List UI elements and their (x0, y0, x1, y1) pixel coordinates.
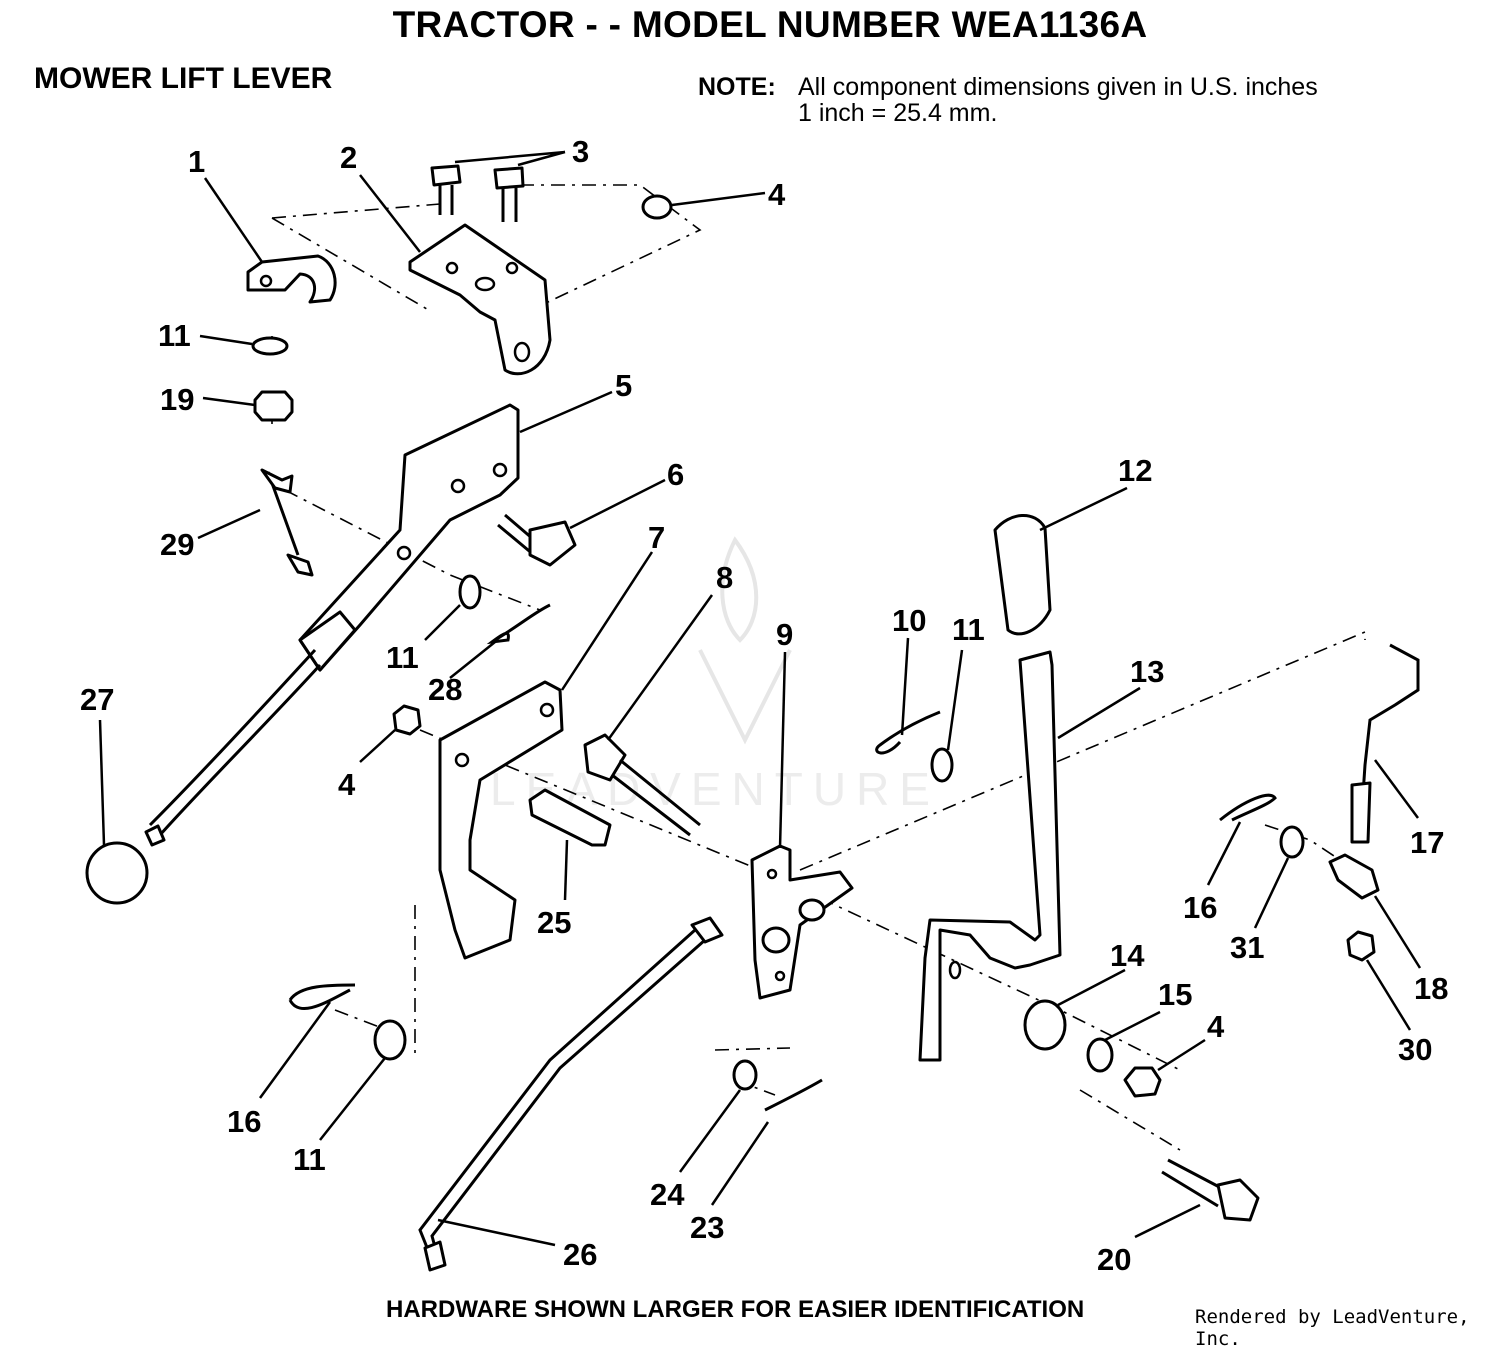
part-mount-bracket (408, 223, 552, 376)
part-knob-ball (85, 841, 149, 905)
callout-4c: 4 (1207, 1009, 1225, 1044)
callout-11d: 11 (293, 1142, 326, 1177)
part-link-rod (260, 468, 314, 577)
callout-16b: 16 (227, 1104, 261, 1139)
part-adjuster-rod (1350, 643, 1420, 844)
part-hairpin-clip (288, 983, 356, 1011)
part-washer (732, 1059, 758, 1091)
footer-text: HARDWARE SHOWN LARGER FOR EASIER IDENTIF… (386, 1296, 1085, 1323)
part-bushing (1023, 999, 1067, 1051)
part-lock-nut (253, 390, 294, 422)
part-jam-nut (1346, 930, 1376, 962)
callout-4: 4 (768, 177, 786, 212)
note-label: NOTE: (698, 73, 776, 101)
part-lift-handle (918, 650, 1062, 1062)
callout-2: 2 (340, 140, 357, 175)
part-washer (930, 747, 954, 783)
part-trunnion (1328, 853, 1380, 900)
callouts: 1 2 3 4 11 19 5 6 29 27 11 28 4 7 8 9 10… (80, 134, 1448, 1277)
part-shoulder-bolt (497, 513, 577, 567)
note-line-2: 1 inch = 25.4 mm. (798, 99, 998, 127)
callout-23: 23 (690, 1210, 724, 1245)
callout-11c: 11 (952, 612, 985, 647)
callout-28: 28 (428, 672, 462, 707)
callout-3: 3 (572, 134, 589, 169)
part-nut (641, 194, 673, 220)
callout-14: 14 (1110, 938, 1145, 973)
callout-18: 18 (1414, 971, 1448, 1006)
part-cotter-pin (486, 603, 551, 645)
callout-15: 15 (1158, 977, 1192, 1012)
section-title: MOWER LIFT LEVER (34, 62, 333, 95)
part-nut (392, 704, 422, 736)
callout-11b: 11 (386, 640, 419, 675)
callout-27: 27 (80, 682, 114, 717)
callout-6: 6 (667, 457, 684, 492)
part-washer (373, 1019, 407, 1061)
part-nut (1123, 1066, 1162, 1098)
part-cotter-pin (764, 1078, 823, 1112)
part-support-plate (438, 680, 564, 960)
callout-4b: 4 (338, 767, 356, 802)
part-bolts (430, 164, 525, 222)
callout-19: 19 (160, 382, 194, 417)
callout-5: 5 (615, 368, 632, 403)
watermark-logo: LEADVENTURE (490, 536, 930, 815)
part-long-bolt (583, 733, 701, 837)
part-washer (458, 574, 482, 610)
callout-16: 16 (1183, 890, 1217, 925)
part-handle-grip (993, 514, 1052, 636)
callout-30: 30 (1398, 1032, 1432, 1067)
assembly-lines (271, 184, 1366, 1151)
callout-10: 10 (892, 603, 926, 638)
part-spacer-tube (528, 788, 612, 847)
callout-8: 8 (716, 560, 733, 595)
callout-20: 20 (1097, 1242, 1131, 1277)
part-lift-arm (144, 403, 520, 847)
part-bolt (1161, 1158, 1260, 1222)
callout-7: 7 (648, 520, 665, 555)
callout-25: 25 (537, 905, 571, 940)
note-line-1: All component dimensions given in U.S. i… (798, 73, 1318, 101)
callout-24: 24 (650, 1177, 685, 1212)
callout-26: 26 (563, 1237, 597, 1272)
callout-12: 12 (1118, 453, 1152, 488)
part-cotter-pin (875, 710, 941, 755)
leader-lines (98, 150, 1422, 1247)
callout-31: 31 (1230, 930, 1264, 965)
callout-1: 1 (188, 144, 205, 179)
callout-29: 29 (160, 527, 194, 562)
part-washer (1086, 1037, 1114, 1073)
callout-11: 11 (158, 318, 191, 353)
part-lift-link (418, 916, 724, 1272)
part-washer (1279, 825, 1305, 859)
page-title: TRACTOR - - MODEL NUMBER WEA1136A (392, 4, 1148, 45)
render-credit: Rendered by LeadVenture, Inc. (1195, 1306, 1470, 1350)
callout-9: 9 (776, 617, 793, 652)
part-washer (251, 336, 289, 356)
callout-17: 17 (1410, 825, 1444, 860)
dimension-note: NOTE: All component dimensions given in U… (698, 74, 1318, 126)
part-clip (246, 254, 337, 304)
part-hairpin-clip (1219, 793, 1277, 822)
part-pivot-bracket (750, 844, 854, 1000)
callout-13: 13 (1130, 654, 1164, 689)
